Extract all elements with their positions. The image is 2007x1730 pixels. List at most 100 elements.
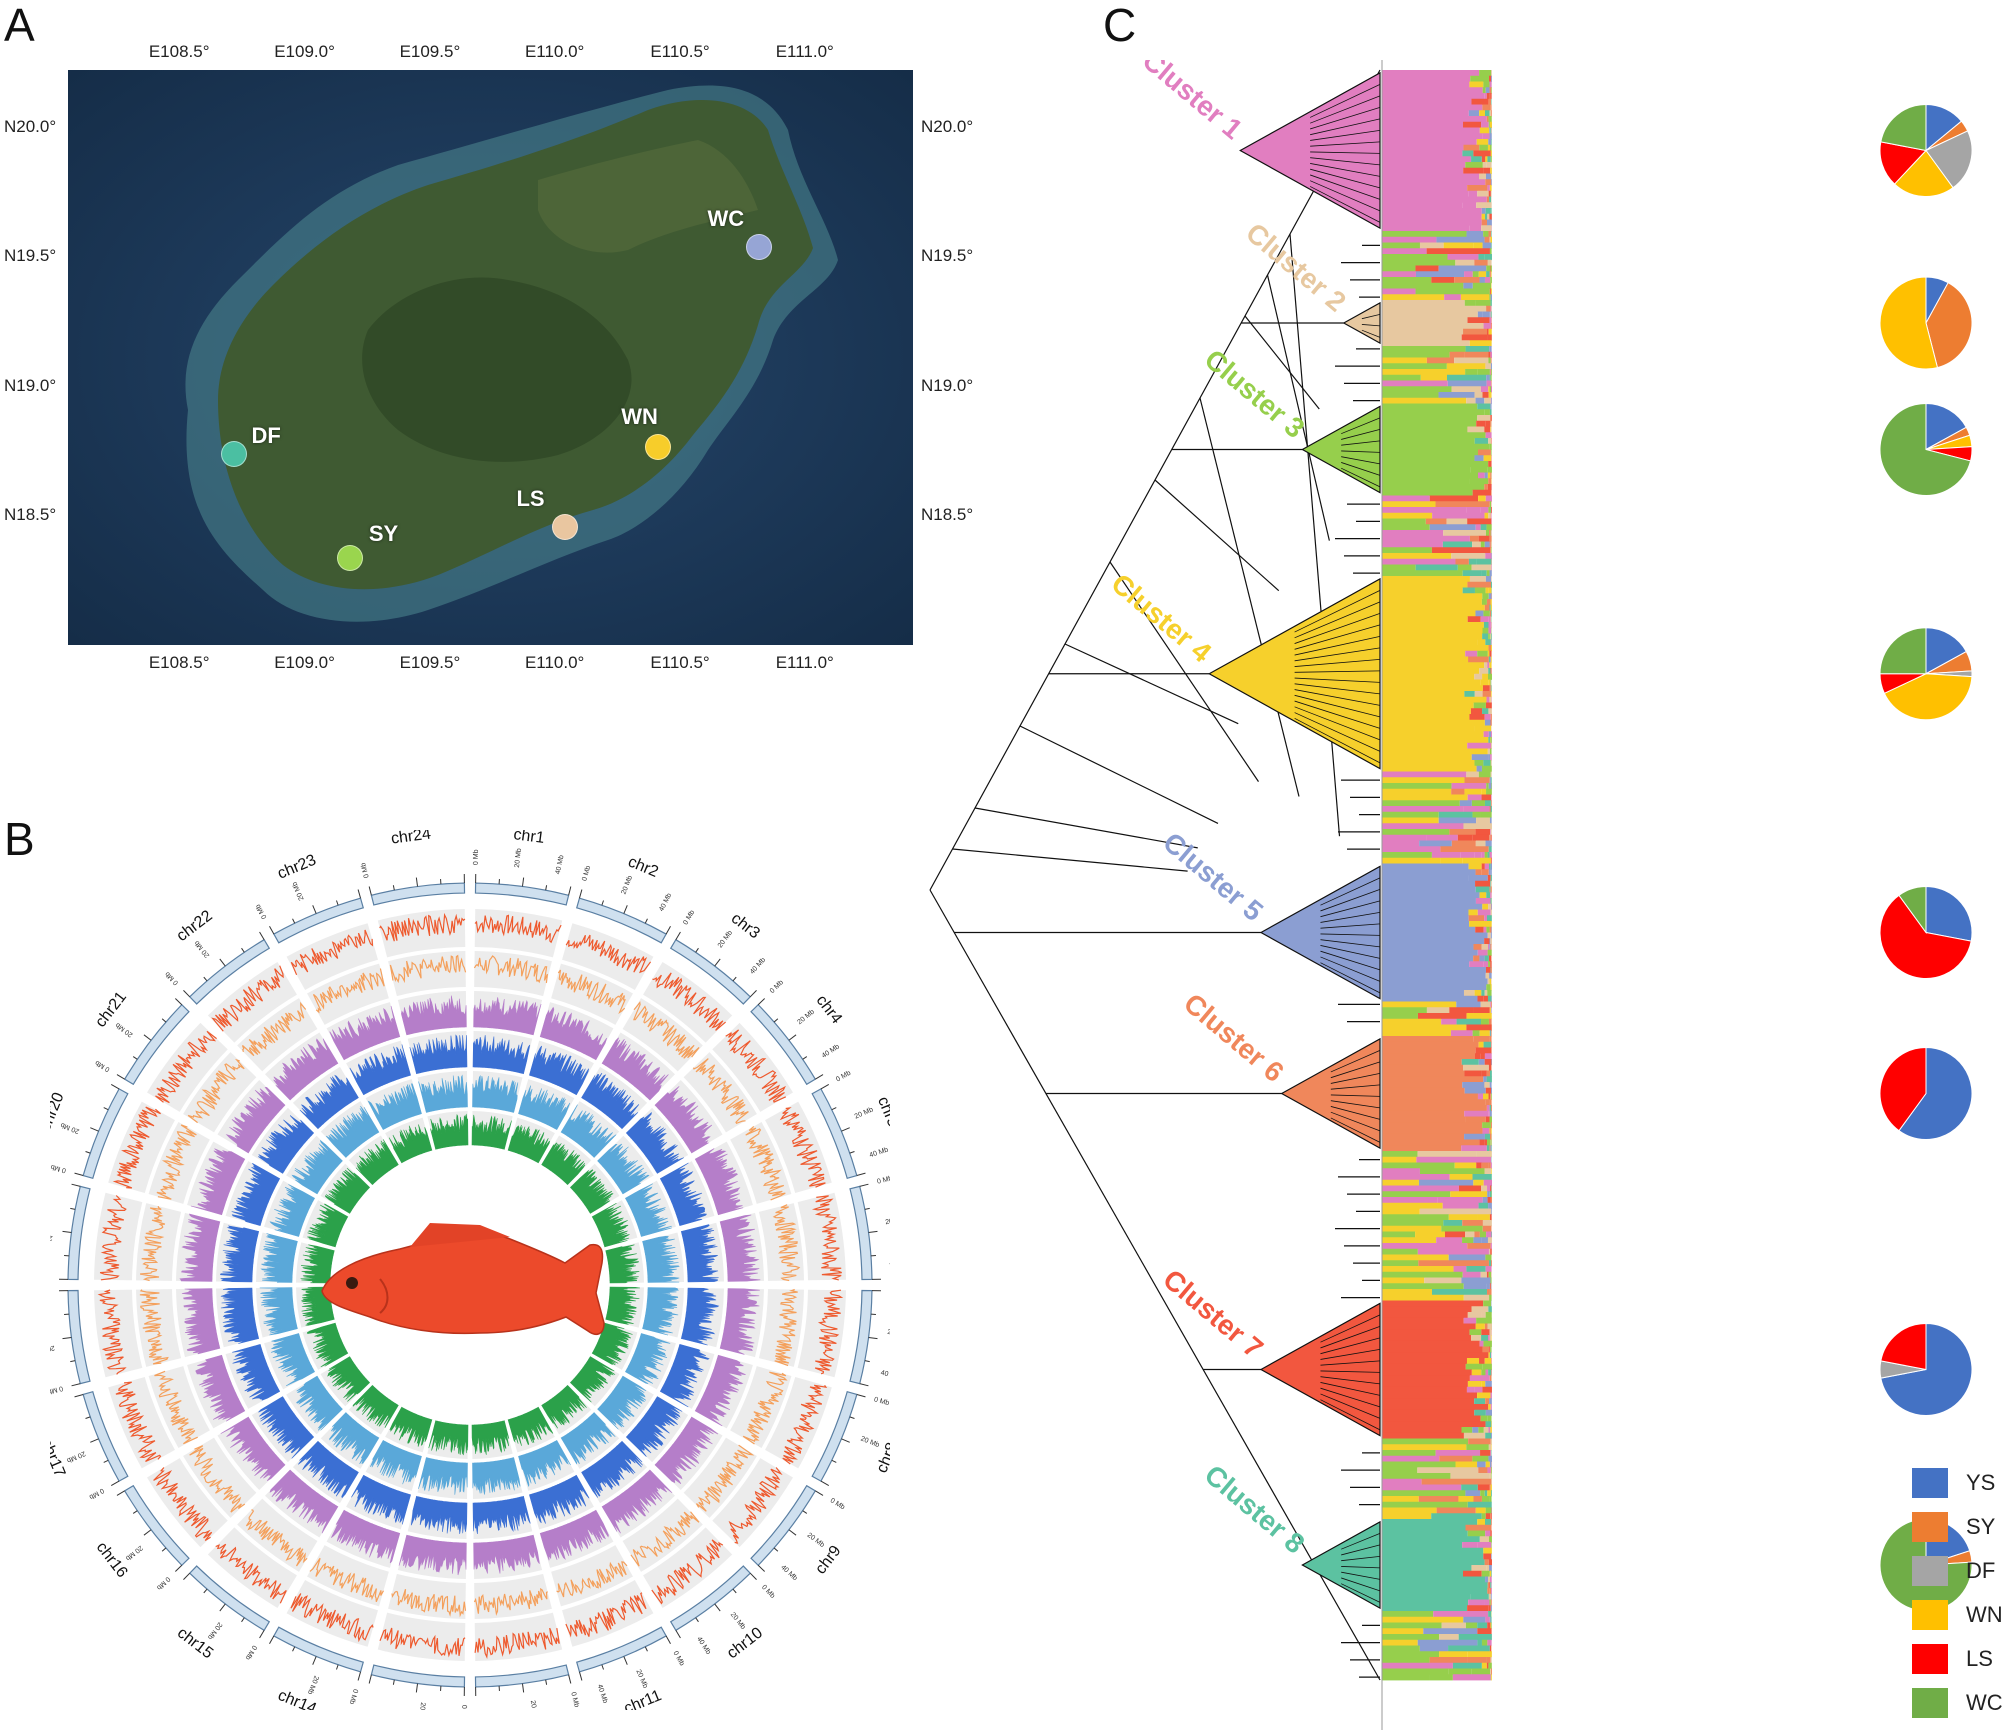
tree-branch — [974, 807, 1198, 849]
structure-segment — [1487, 1323, 1492, 1330]
site-label-ls: LS — [516, 485, 545, 511]
scale-tick — [132, 1510, 138, 1514]
scale-tick — [116, 1490, 125, 1496]
structure-segment — [1382, 202, 1463, 209]
track-line — [139, 1205, 166, 1282]
structure-segment — [1489, 1082, 1492, 1089]
structure-segment — [1382, 1243, 1468, 1250]
structure-segment — [1477, 1622, 1488, 1629]
structure-segment — [1463, 1432, 1486, 1439]
leaf-branch — [1330, 1106, 1381, 1120]
structure-segment — [1382, 1237, 1437, 1244]
pie-slice-wc — [1880, 103, 1927, 152]
structure-segment — [1382, 1478, 1422, 1485]
map-y-tick-right: N19.0° — [921, 375, 974, 395]
scale-tick — [773, 1018, 779, 1023]
scale-tick-label: 20 Mb — [66, 1449, 87, 1463]
leaf-branch — [1341, 417, 1381, 435]
structure-segment — [1491, 903, 1492, 910]
structure-segment — [1468, 909, 1478, 916]
structure-segment — [1451, 840, 1476, 847]
structure-segment — [1382, 300, 1465, 307]
structure-segment — [1491, 1588, 1492, 1595]
clade-triangle — [1301, 1520, 1381, 1610]
chromosome-label: chr1 — [512, 830, 545, 847]
structure-segment — [1487, 995, 1492, 1002]
chromosome-label: chr4 — [813, 992, 846, 1027]
structure-segment — [1382, 369, 1466, 376]
scale-tick — [820, 1480, 830, 1486]
structure-segment — [1491, 1064, 1492, 1071]
structure-segment — [1382, 173, 1480, 180]
structure-segment — [1489, 1145, 1491, 1152]
structure-segment — [1474, 990, 1482, 997]
fish-body — [321, 1232, 605, 1336]
scale-tick — [623, 1656, 628, 1665]
structure-segment — [1473, 702, 1486, 709]
track-histogram — [560, 1412, 616, 1465]
structure-segment — [1469, 535, 1479, 542]
structure-segment — [1487, 1415, 1491, 1422]
structure-segment — [1463, 1294, 1490, 1301]
structure-segment — [1484, 955, 1489, 962]
structure-segment — [1489, 127, 1491, 134]
structure-segment — [1467, 1501, 1492, 1508]
structure-segment — [1382, 1668, 1449, 1675]
structure-segment — [1382, 1616, 1464, 1623]
structure-segment — [1484, 852, 1488, 859]
structure-segment — [1382, 1501, 1468, 1508]
structure-segment — [1491, 271, 1492, 278]
structure-segment — [1489, 1496, 1492, 1503]
track-line — [290, 1593, 374, 1643]
structure-segment — [1489, 748, 1492, 755]
structure-segment — [1382, 633, 1483, 640]
structure-segment — [1484, 409, 1490, 416]
structure-segment — [1382, 1576, 1486, 1583]
structure-segment — [1470, 75, 1489, 82]
structure-segment — [1382, 1496, 1419, 1503]
track-line — [779, 1107, 826, 1188]
structure-segment — [1471, 564, 1492, 571]
structure-segment — [1486, 892, 1491, 899]
structure-segment — [1467, 1243, 1491, 1250]
structure-segment — [1382, 311, 1478, 318]
scale-tick — [601, 1664, 604, 1670]
structure-segment — [1382, 714, 1470, 721]
structure-segment — [1483, 622, 1489, 629]
leaf-branch — [1294, 677, 1381, 683]
track-histogram — [296, 1375, 343, 1431]
structure-segment — [1482, 311, 1490, 318]
structure-segment — [1484, 254, 1492, 261]
tree-branch — [1109, 561, 1259, 782]
scale-tick — [71, 1383, 81, 1387]
structure-segment — [1476, 139, 1489, 146]
structure-segment — [1469, 81, 1484, 88]
structure-segment — [1382, 1036, 1474, 1043]
scale-tick-label: 20 Mb — [206, 1621, 223, 1641]
structure-segment — [1490, 208, 1492, 215]
fish-gill — [379, 1278, 389, 1314]
structure-segment — [1469, 1375, 1490, 1382]
ideogram-band — [273, 897, 365, 944]
fish-dorsal-fin — [410, 1223, 510, 1247]
structure-segment — [1491, 794, 1492, 801]
scale-tick — [392, 885, 395, 891]
tree-branch — [1289, 233, 1341, 837]
structure-segment — [1490, 472, 1492, 479]
structure-segment — [1461, 1059, 1479, 1066]
structure-segment — [1382, 1260, 1419, 1267]
leaf-branch — [1341, 1566, 1381, 1569]
track-line — [652, 972, 726, 1031]
structure-segment — [1489, 1110, 1492, 1117]
structure-segment — [1467, 581, 1492, 588]
scale-tick — [241, 1617, 245, 1623]
structure-segment — [1483, 610, 1490, 617]
structure-segment — [1382, 656, 1469, 663]
structure-segment — [1489, 1030, 1491, 1037]
structure-segment — [1489, 535, 1492, 542]
scale-tick — [203, 976, 208, 982]
structure-segment — [1490, 415, 1492, 422]
track-line — [154, 1370, 198, 1445]
